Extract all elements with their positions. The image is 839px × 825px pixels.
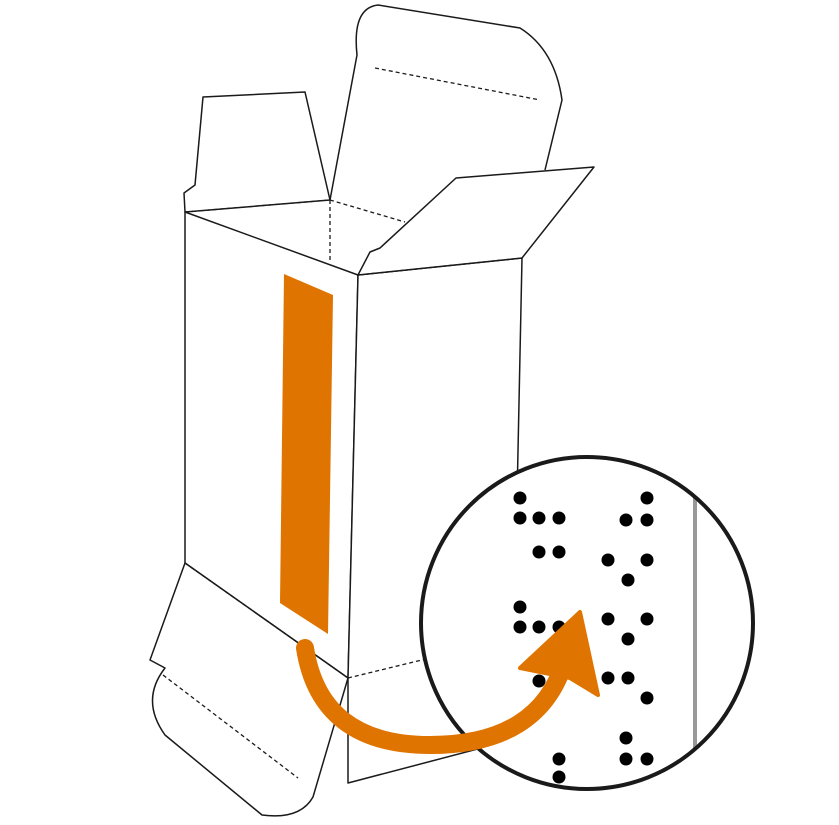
braille-dot xyxy=(532,674,546,688)
braille-dot xyxy=(532,511,546,525)
braille-dot xyxy=(601,671,615,685)
back-top-tuck-flap xyxy=(329,4,563,201)
braille-dot xyxy=(640,513,654,527)
braille-dot xyxy=(601,612,615,626)
braille-area-highlight xyxy=(280,274,333,634)
braille-dot xyxy=(619,513,633,527)
braille-dot xyxy=(640,752,654,766)
braille-dot xyxy=(621,671,635,685)
arrow xyxy=(296,610,600,755)
braille-dot xyxy=(619,731,633,745)
magnifier xyxy=(419,455,755,791)
arrow-head xyxy=(518,610,600,697)
braille-dot xyxy=(513,511,527,525)
braille-dot xyxy=(552,545,566,559)
braille-dot xyxy=(621,632,635,646)
braille-dot xyxy=(640,491,654,505)
braille-dot xyxy=(513,600,527,614)
back-left-flap xyxy=(183,91,331,213)
magnifier-ring xyxy=(419,455,755,791)
braille-dot xyxy=(640,691,654,705)
arrow-shaft xyxy=(296,639,574,755)
bottom-tuck-flap xyxy=(149,562,349,817)
braille-dot xyxy=(513,620,527,634)
braille-dot xyxy=(532,620,546,634)
fold-lines xyxy=(162,67,541,779)
braille-dot xyxy=(552,752,566,766)
braille-dots xyxy=(513,491,654,784)
braille-dot xyxy=(601,553,615,567)
braille-dot xyxy=(513,491,527,505)
braille-dot xyxy=(552,511,566,525)
braille-dot xyxy=(621,573,635,587)
braille-dot xyxy=(619,752,633,766)
braille-dot xyxy=(640,612,654,626)
braille-dot xyxy=(552,770,566,784)
braille-dot xyxy=(640,553,654,567)
braille-dot xyxy=(532,545,546,559)
